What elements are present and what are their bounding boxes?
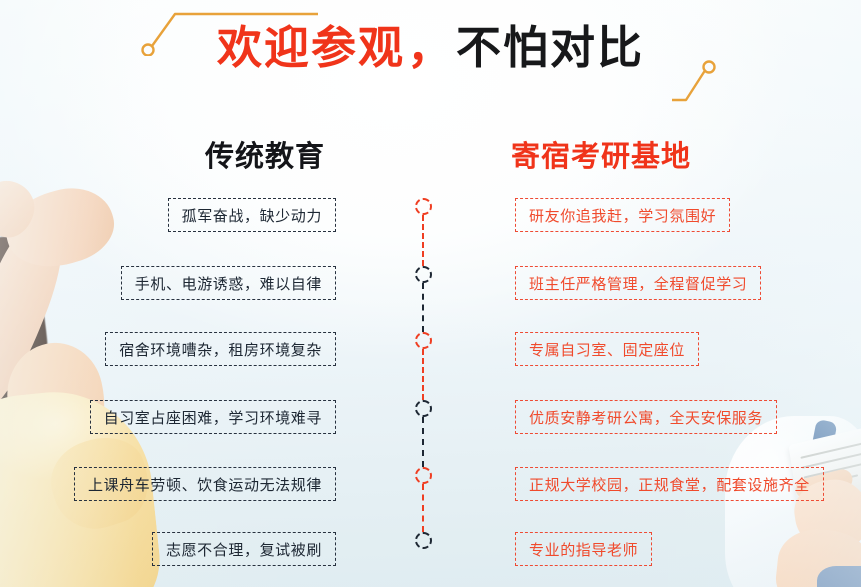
traditional-item: 手机、电游诱惑，难以自律 [120, 266, 336, 300]
traditional-item: 志愿不合理，复试被刷 [151, 532, 336, 566]
traditional-item: 自习室占座困难，学习环境难寻 [89, 400, 336, 434]
center-timeline [415, 198, 432, 568]
comparison-row: 自习室占座困难，学习环境难寻 优质安静考研公寓，全天安保服务 [0, 400, 861, 434]
page-title-red-part: 欢迎参观 [216, 21, 405, 74]
boarding-item: 优质安静考研公寓，全天安保服务 [515, 400, 778, 434]
column-heading-boarding: 寄宿考研基地 [511, 139, 692, 173]
boarding-item: 正规大学校园，正规食堂，配套设施齐全 [515, 467, 824, 501]
timeline-node-3 [415, 332, 432, 349]
comparison-row: 上课舟车劳顿、饮食运动无法规律 正规大学校园，正规食堂，配套设施齐全 [0, 467, 861, 501]
comparison-row: 手机、电游诱惑，难以自律 班主任严格管理，全程督促学习 [0, 266, 861, 300]
page-title-comma: ， [406, 21, 454, 74]
page-title-dark-part: 不怕对比 [456, 21, 645, 74]
boarding-item: 专业的指导老师 [515, 532, 653, 566]
page-title: 欢迎参观，不怕对比 [0, 22, 861, 74]
traditional-item: 孤军奋战，缺少动力 [167, 198, 336, 232]
timeline-node-1 [415, 198, 432, 215]
timeline-node-2 [415, 266, 432, 283]
traditional-item: 宿舍环境嘈杂，租房环境复杂 [105, 332, 336, 366]
timeline-node-4 [415, 400, 432, 417]
timeline-node-6 [415, 532, 432, 549]
comparison-row: 宿舍环境嘈杂，租房环境复杂 专属自习室、固定座位 [0, 332, 861, 366]
boarding-item: 研友你追我赶，学习氛围好 [515, 198, 731, 232]
comparison-row: 志愿不合理，复试被刷 专业的指导老师 [0, 532, 861, 566]
column-heading-traditional: 传统教育 [205, 139, 326, 173]
comparison-row: 孤军奋战，缺少动力 研友你追我赶，学习氛围好 [0, 198, 861, 232]
timeline-node-5 [415, 467, 432, 484]
traditional-item: 上课舟车劳顿、饮食运动无法规律 [73, 467, 336, 501]
boarding-item: 专属自习室、固定座位 [515, 332, 700, 366]
boarding-item: 班主任严格管理，全程督促学习 [515, 266, 762, 300]
